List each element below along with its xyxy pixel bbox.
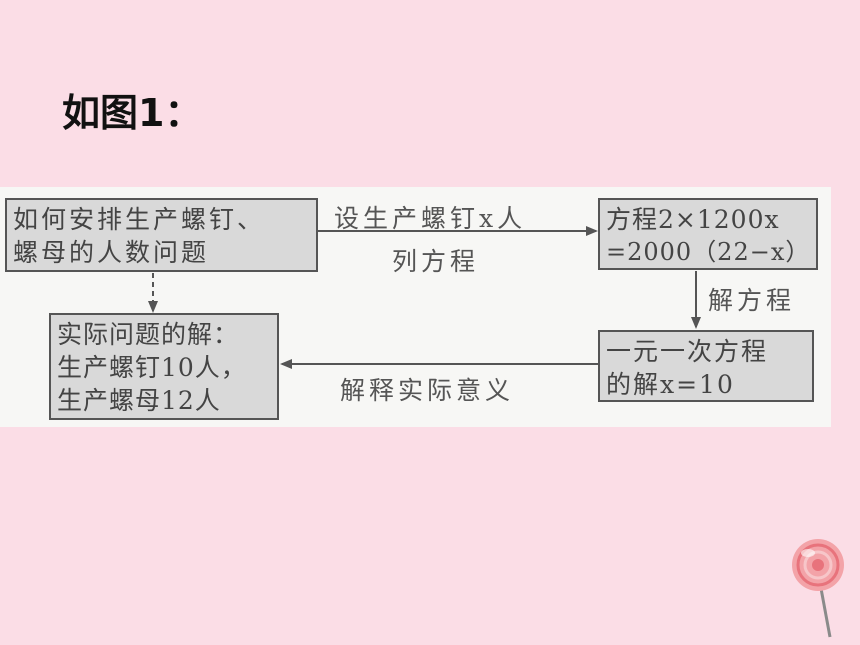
label-interpret: 解释实际意义	[340, 376, 515, 405]
lollipop-icon	[792, 539, 844, 638]
label-set-up-equation: 列方程	[392, 247, 480, 276]
box-solution: 一元一次方程 的解x=10	[598, 330, 814, 402]
box-answer-line-2: 生产螺钉10人，	[57, 353, 247, 382]
box-answer: 实际问题的解： 生产螺钉10人， 生产螺母12人	[49, 313, 279, 420]
box-equation-line-2: =2000（22−x）	[606, 238, 811, 266]
box-solution-line-2: 的解x=10	[606, 370, 735, 399]
flowchart: 如何安排生产螺钉、 螺母的人数问题 方程2×1200x =2000（22−x） …	[0, 187, 831, 427]
box-problem: 如何安排生产螺钉、 螺母的人数问题	[5, 198, 318, 272]
label-solve-equation: 解方程	[708, 286, 796, 315]
box-problem-line-1: 如何安排生产螺钉、	[13, 205, 266, 234]
slide-heading: 如图1：	[62, 91, 203, 135]
box-equation: 方程2×1200x =2000（22−x）	[598, 198, 818, 270]
box-solution-line-1: 一元一次方程	[606, 337, 769, 366]
label-set-variable: 设生产螺钉x人	[334, 204, 527, 233]
box-equation-line-1: 方程2×1200x	[606, 205, 780, 234]
flow-arrows	[148, 226, 701, 369]
box-answer-line-3: 生产螺母12人	[57, 386, 221, 415]
box-problem-line-2: 螺母的人数问题	[13, 238, 210, 267]
box-answer-line-1: 实际问题的解：	[57, 320, 240, 349]
